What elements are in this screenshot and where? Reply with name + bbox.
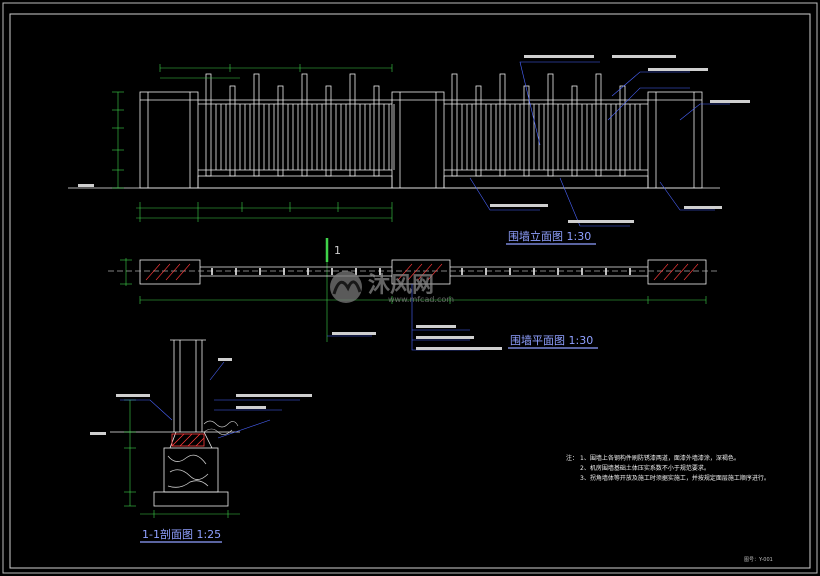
right-base-wall (443, 175, 649, 189)
inner-frame (9, 13, 811, 569)
plan-left-pillar (139, 259, 201, 285)
baluster (547, 73, 554, 177)
baluster (301, 73, 308, 177)
plan-baluster-marks (211, 268, 631, 275)
baluster (475, 85, 482, 177)
baluster (595, 73, 602, 177)
section-rubble (203, 420, 239, 435)
watermark-logo-icon (330, 271, 362, 303)
notes-block: 注： 1、围墙上各钢构件刷防锈漆两道，面漆外墙漆涂，深褐色。 2、机房围墙基础土… (566, 454, 770, 482)
plan-right-pillar (647, 259, 707, 285)
right-pillar (647, 91, 703, 189)
left-pillar (139, 91, 199, 189)
section-mark-label: 1 (334, 244, 341, 257)
section-cut-marker: 1 (325, 238, 341, 342)
elevation-view (68, 73, 720, 189)
drawing-number: 图号：Y-001 (744, 557, 773, 563)
baluster (229, 85, 236, 177)
plan-title: 围墙平面图 1:30 (510, 333, 593, 347)
middle-pillar (391, 91, 445, 189)
elevation-annotations (78, 55, 750, 223)
baluster (571, 85, 578, 177)
section-footing (163, 447, 219, 493)
plan-view (108, 259, 720, 285)
plan-hatch (145, 263, 699, 281)
baluster (523, 85, 530, 177)
section-leaders (120, 361, 300, 439)
notes-prefix: 注： (566, 454, 578, 462)
plan-middle-pillar (391, 259, 451, 285)
baluster (253, 73, 260, 177)
baluster (349, 73, 356, 177)
baluster (451, 73, 458, 177)
note-item: 3、拐角墙体等开放及施工时须据实施工，并按规定面层施工顺序进行。 (580, 474, 770, 482)
baluster (277, 85, 284, 177)
baluster (373, 85, 380, 177)
section-hatch (171, 433, 205, 447)
plan-dimensions (120, 258, 707, 304)
section-foundation (153, 491, 229, 507)
elevation-leaders (469, 61, 730, 227)
elevation-dimensions (112, 64, 393, 222)
section-title: 1-1剖面图 1:25 (142, 527, 221, 541)
baluster (619, 85, 626, 177)
left-balusters (205, 73, 395, 177)
elevation-title: 围墙立面图 1:30 (508, 229, 591, 243)
right-balusters (451, 73, 641, 177)
section-dimensions (124, 399, 240, 518)
watermark-url: www.mfcad.com (388, 295, 454, 304)
baluster (499, 73, 506, 177)
note-item: 2、机房围墙基础土体压实系数不小于规范要求。 (580, 464, 710, 472)
watermark-brand: 沐风网 (368, 273, 434, 298)
note-item: 1、围墙上各钢构件刷防锈漆两道，面漆外墙漆涂，深褐色。 (580, 454, 740, 462)
baluster (325, 85, 332, 177)
section-annotations (90, 358, 312, 435)
section-view (110, 339, 240, 507)
watermark: 沐风网 www.mfcad.com (330, 271, 454, 304)
baluster (205, 73, 212, 177)
left-base-wall (197, 175, 393, 189)
plan-annotations (332, 325, 502, 350)
